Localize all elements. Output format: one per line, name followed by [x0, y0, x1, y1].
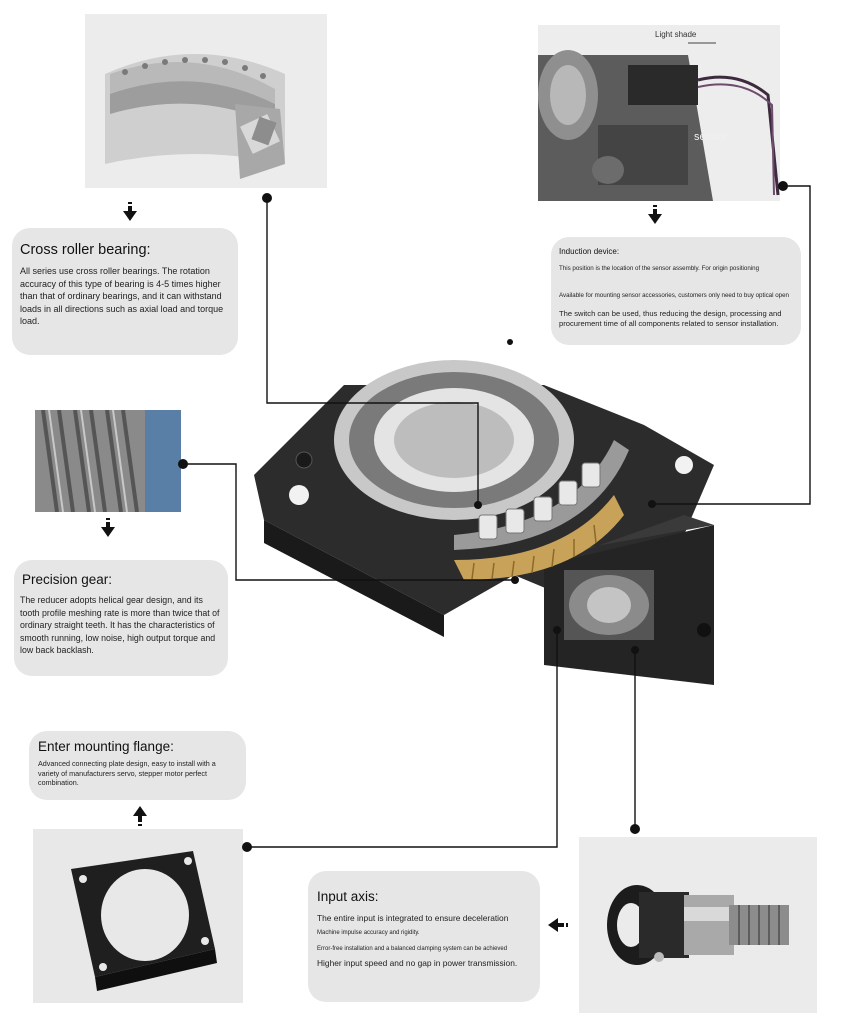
input-line1: The entire input is integrated to ensure… — [317, 913, 509, 923]
induction-title: Induction device: — [559, 247, 620, 256]
gear-title: Precision gear: — [22, 572, 113, 587]
reducer-main-render — [244, 345, 744, 690]
left-arrow-icon — [548, 918, 568, 932]
up-arrow-icon — [133, 806, 147, 826]
input-line4: Higher input speed and no gap in power t… — [317, 958, 518, 968]
flange-title: Enter mounting flange: — [38, 739, 174, 754]
down-arrow-icon — [648, 205, 662, 224]
gear-photo — [35, 410, 181, 512]
connector-dot-icon — [178, 181, 788, 852]
down-arrow-icon — [101, 518, 115, 537]
induction-line1: This position is the location of the sen… — [559, 265, 760, 272]
input-line2: Machine impulse accuracy and rigidity. — [317, 930, 420, 936]
gear-body: The reducer adopts helical gear design, … — [20, 595, 220, 655]
input-callout: Input axis: The entire input is integrat… — [308, 871, 540, 1002]
input-line3: Error-free installation and a balanced c… — [317, 946, 508, 952]
lightshade-label: Light shade — [655, 30, 697, 39]
induction-line3: The switch can be used, thus reducing th… — [559, 309, 782, 328]
bearing-title: Cross roller bearing: — [20, 242, 151, 258]
sensor-photo: Light shade sensor — [538, 25, 780, 201]
flange-photo — [33, 829, 243, 1003]
bearing-photo — [85, 14, 327, 188]
input-title: Input axis: — [317, 889, 379, 904]
induction-callout: Induction device: This position is the l… — [551, 237, 801, 345]
flange-callout: Enter mounting flange: Advanced connecti… — [29, 731, 246, 800]
sensor-label: sensor — [694, 131, 728, 143]
flange-body: Advanced connecting plate design, easy t… — [38, 759, 216, 787]
gear-callout: Precision gear: The reducer adopts helic… — [14, 560, 228, 676]
bearing-callout: Cross roller bearing: All series use cro… — [12, 228, 238, 355]
bearing-body: All series use cross roller bearings. Th… — [20, 266, 224, 326]
down-arrow-icon — [123, 202, 137, 221]
input-shaft-photo — [579, 837, 817, 1013]
induction-line2: Available for mounting sensor accessorie… — [559, 292, 789, 299]
